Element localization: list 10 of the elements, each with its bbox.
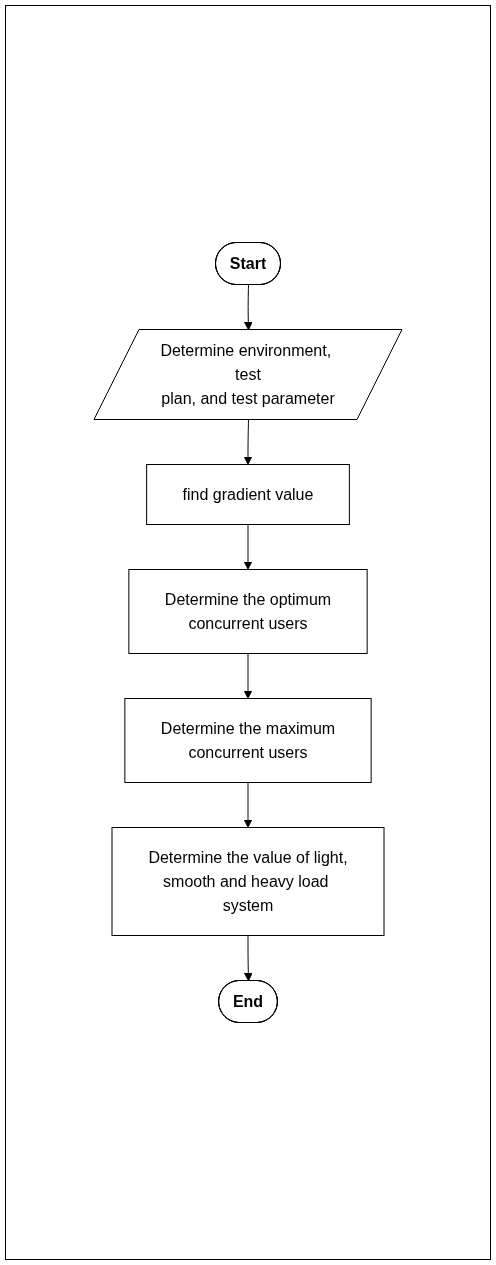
node-box: Determine the maximum concurrent users — [124, 698, 372, 783]
arrow — [243, 935, 253, 982]
arrow — [243, 524, 253, 570]
node-box: find gradient value — [146, 464, 350, 525]
arrow — [243, 284, 253, 331]
arrow — [243, 653, 253, 699]
arrow — [243, 782, 253, 828]
node-box: Determine the value of light, smooth and heavy load system — [111, 827, 385, 936]
node-box: Determine the optimum concurrent users — [128, 569, 368, 654]
arrow — [243, 419, 253, 465]
